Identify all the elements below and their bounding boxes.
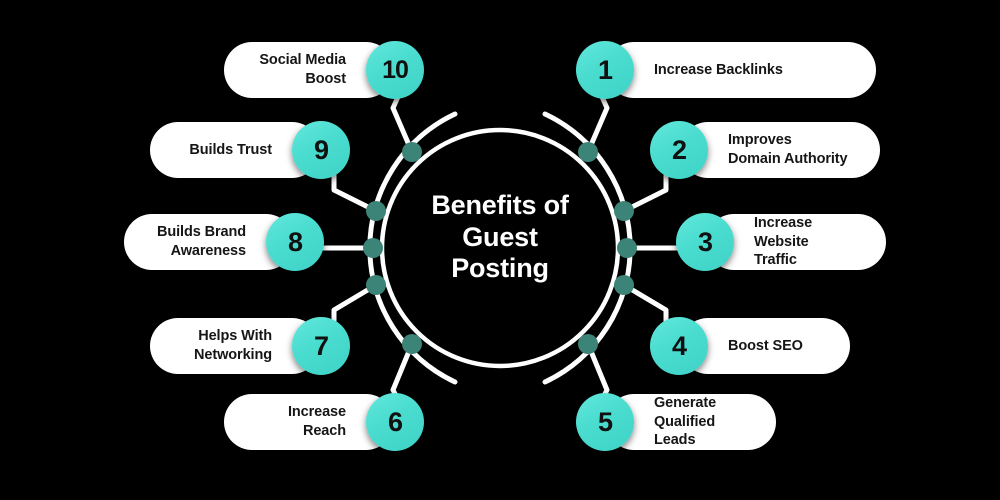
benefit-pill-4[interactable]: Boost SEO <box>680 318 850 374</box>
node-dot-2 <box>614 201 634 221</box>
node-dot-1 <box>578 142 598 162</box>
node-dot-3 <box>617 238 637 258</box>
benefit-pill-9[interactable]: Builds Trust <box>150 122 320 178</box>
benefit-badge-5[interactable]: 5 <box>576 393 634 451</box>
benefit-number-2: 2 <box>671 134 687 165</box>
benefit-badge-4[interactable]: 4 <box>650 317 708 375</box>
benefit-item-7[interactable]: Helps With Networking 7 <box>150 317 350 375</box>
benefit-item-4[interactable]: Boost SEO 4 <box>650 317 850 375</box>
benefit-pill-2[interactable]: Improves Domain Authority <box>680 122 880 178</box>
node-dot-6 <box>402 334 422 354</box>
benefit-number-10: 10 <box>382 55 409 84</box>
benefit-label-6: Increase Reach <box>287 404 346 439</box>
benefit-number-9: 9 <box>313 134 329 165</box>
node-dot-8 <box>363 238 383 258</box>
inner-ring <box>379 127 621 369</box>
benefit-item-3[interactable]: Increase Website Traffic 3 <box>676 213 886 271</box>
benefit-badge-10[interactable]: 10 <box>366 41 424 99</box>
benefit-label-5: Generate Qualified Leads <box>654 395 717 449</box>
benefit-item-6[interactable]: Increase Reach 6 <box>224 393 424 451</box>
benefit-badge-1[interactable]: 1 <box>576 41 634 99</box>
benefit-item-8[interactable]: Builds Brand Awareness 8 <box>124 213 324 271</box>
benefit-label-3: Increase Website Traffic <box>754 215 813 269</box>
benefit-pill-5[interactable]: Generate Qualified Leads <box>606 394 776 450</box>
benefit-number-8: 8 <box>287 226 303 257</box>
benefit-badge-2[interactable]: 2 <box>650 121 708 179</box>
benefit-pill-3[interactable]: Increase Website Traffic <box>706 214 886 270</box>
benefit-pill-7[interactable]: Helps With Networking <box>150 318 320 374</box>
node-dot-5 <box>578 334 598 354</box>
node-dot-7 <box>366 275 386 295</box>
node-dot-9 <box>366 201 386 221</box>
benefit-label-2: Improves Domain Authority <box>728 132 848 167</box>
benefit-label-8: Builds Brand Awareness <box>156 224 246 259</box>
benefit-badge-6[interactable]: 6 <box>366 393 424 451</box>
benefit-badge-7[interactable]: 7 <box>292 317 350 375</box>
benefit-label-4: Boost SEO <box>728 337 803 354</box>
benefit-badge-8[interactable]: 8 <box>266 213 324 271</box>
benefit-pill-8[interactable]: Builds Brand Awareness <box>124 214 294 270</box>
benefit-number-6: 6 <box>387 406 403 437</box>
node-dot-4 <box>614 275 634 295</box>
benefit-number-7: 7 <box>313 330 329 361</box>
benefit-item-1[interactable]: Increase Backlinks 1 <box>576 41 876 99</box>
benefit-item-2[interactable]: Improves Domain Authority 2 <box>650 121 880 179</box>
benefit-badge-9[interactable]: 9 <box>292 121 350 179</box>
node-dot-10 <box>402 142 422 162</box>
benefit-number-4: 4 <box>671 330 687 361</box>
benefit-item-9[interactable]: Builds Trust 9 <box>150 121 350 179</box>
benefit-pill-10[interactable]: Social Media Boost <box>224 42 394 98</box>
benefit-pill-6[interactable]: Increase Reach <box>224 394 394 450</box>
benefit-label-9: Builds Trust <box>189 141 272 158</box>
benefit-label-1: Increase Backlinks <box>654 61 783 78</box>
benefit-number-5: 5 <box>597 406 613 437</box>
benefit-label-10: Social Media Boost <box>259 52 346 87</box>
benefit-item-10[interactable]: Social Media Boost 10 <box>224 41 424 99</box>
benefit-label-7: Helps With Networking <box>194 328 272 363</box>
benefit-number-3: 3 <box>697 226 713 257</box>
benefit-badge-3[interactable]: 3 <box>676 213 734 271</box>
benefit-pill-1[interactable]: Increase Backlinks <box>606 42 876 98</box>
benefit-item-5[interactable]: Generate Qualified Leads 5 <box>576 393 776 451</box>
benefit-number-1: 1 <box>597 54 613 85</box>
